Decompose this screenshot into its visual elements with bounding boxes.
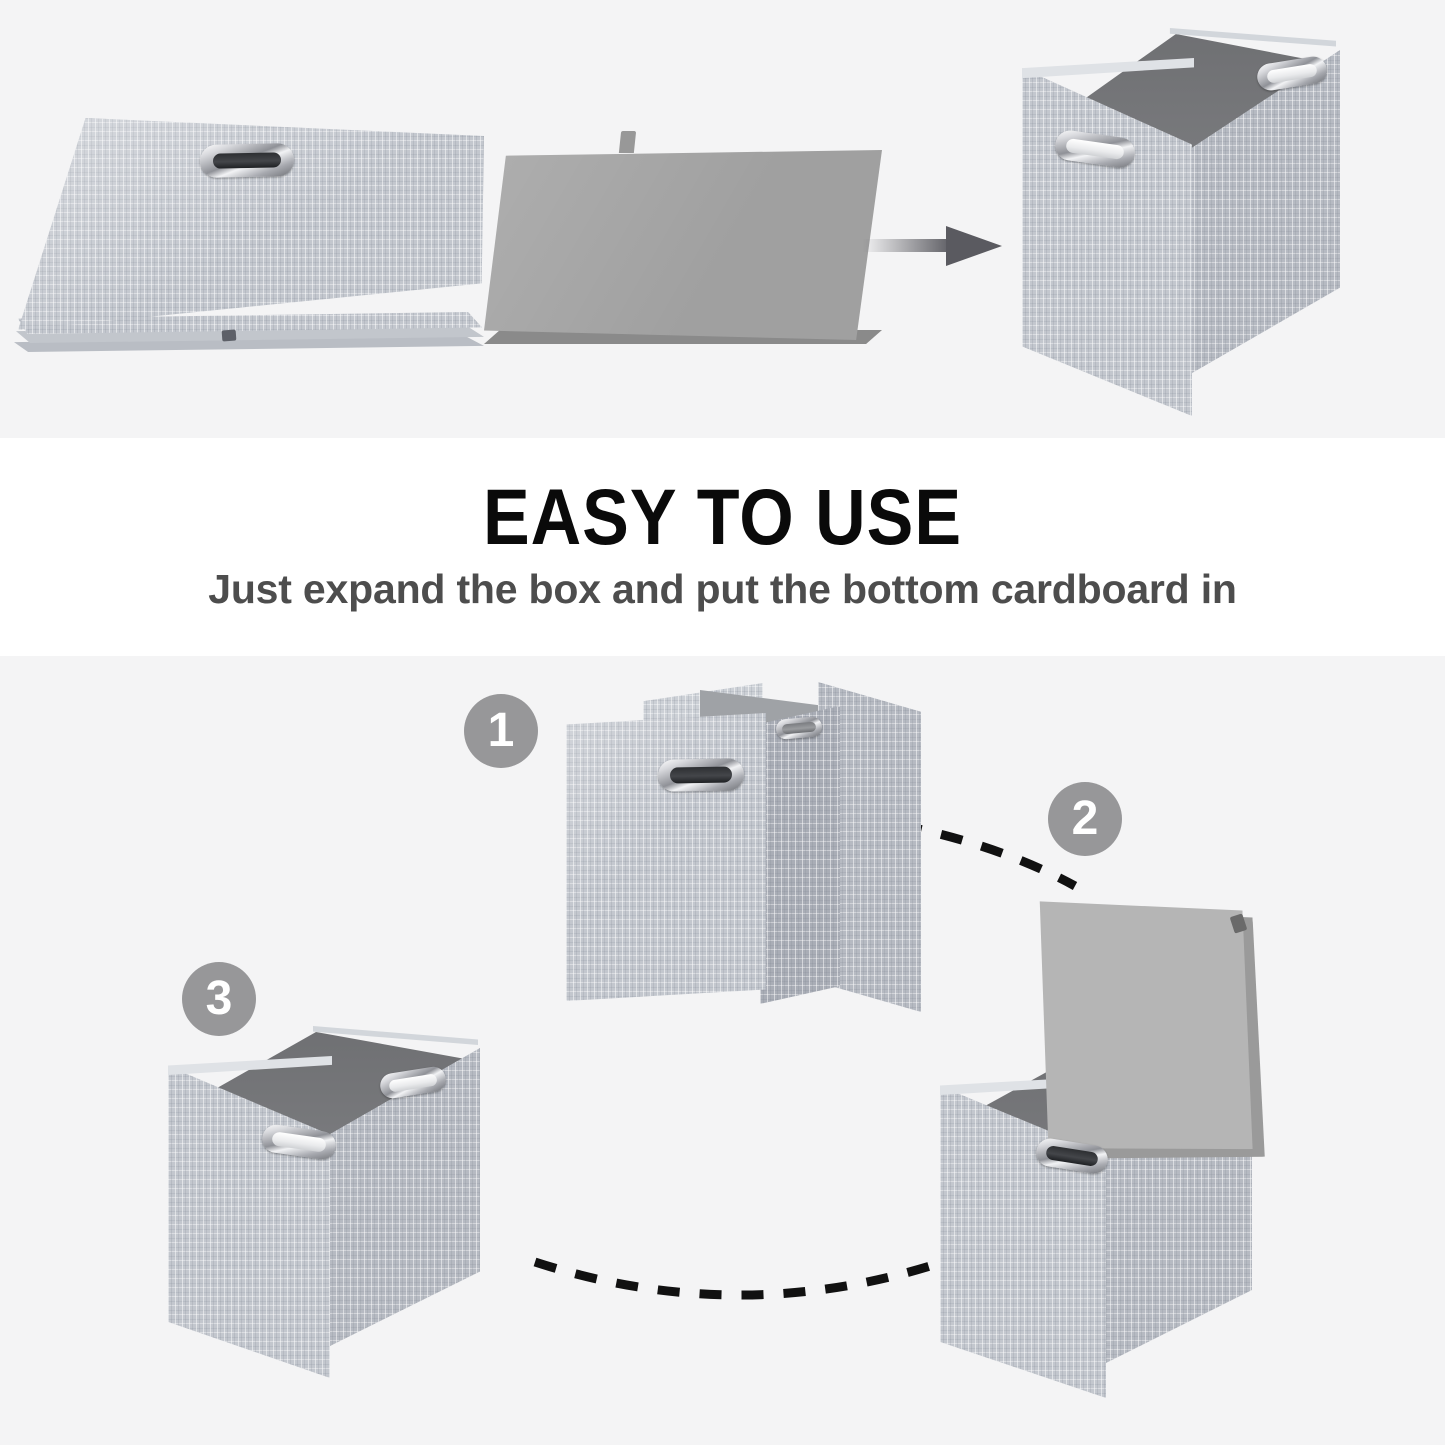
step3-front-handle-hole xyxy=(271,1131,327,1153)
step-3-number: 3 xyxy=(205,972,233,1025)
step1-right-side-panel xyxy=(760,706,840,1004)
folded-box-seam-notch xyxy=(221,329,237,342)
step1-front-panel xyxy=(566,713,766,1001)
step-3-badge: 3 xyxy=(182,962,256,1036)
step1-front-handle-icon xyxy=(657,758,745,792)
step-1-badge: 1 xyxy=(464,694,538,768)
step2-front-handle-hole xyxy=(1045,1145,1099,1167)
cardboard-face xyxy=(484,150,882,340)
assembled-box-front-handle-hole xyxy=(1065,137,1125,161)
step2-cardboard-face xyxy=(1027,881,1264,1167)
headline-band-background xyxy=(0,438,1445,656)
step1-front-handle-hole xyxy=(669,766,733,784)
step3-front-face xyxy=(168,1066,330,1378)
headline-block: EASY TO USE Just expand the box and put … xyxy=(0,438,1445,656)
step1-rear-handle-hole xyxy=(782,721,816,735)
step-2-number: 2 xyxy=(1071,792,1099,845)
step-1-number: 1 xyxy=(487,704,515,757)
assembled-box-back-handle-hole xyxy=(1266,63,1318,84)
step1-front-panel-sheen xyxy=(566,713,766,1001)
cardboard-face-sheen xyxy=(484,150,882,340)
page-subtitle: Just expand the box and put the bottom c… xyxy=(208,566,1237,612)
folded-box-handle-hole xyxy=(212,151,281,170)
cardboard-pull-tab xyxy=(618,131,637,153)
step3-back-handle-hole xyxy=(388,1072,438,1093)
page-title: EASY TO USE xyxy=(482,473,963,561)
folded-box-handle-icon xyxy=(199,143,295,178)
step-2-badge: 2 xyxy=(1048,782,1122,856)
